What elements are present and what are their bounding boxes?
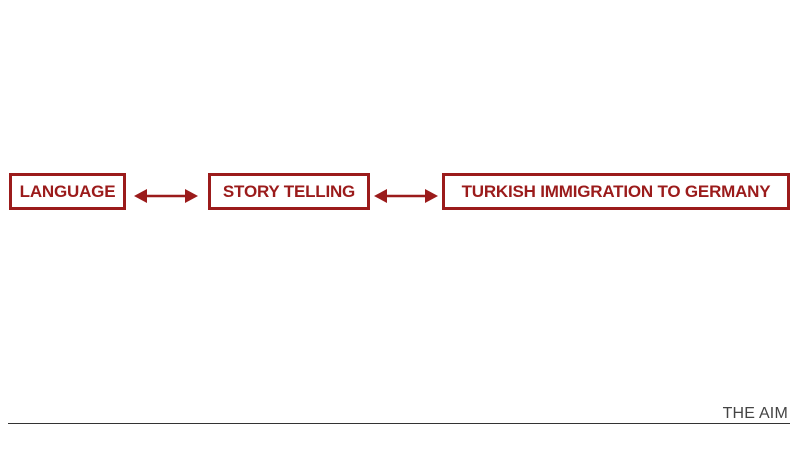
node-language-label: LANGUAGE (19, 181, 116, 201)
node-story-telling-label: STORY TELLING (222, 181, 356, 201)
node-turkish-immigration-label: TURKISH IMMIGRATION TO GERMANY (461, 181, 771, 201)
footer-divider (8, 423, 790, 424)
node-language: LANGUAGE (9, 173, 126, 210)
bidirectional-arrow-icon (374, 189, 438, 203)
slide-title: THE AIM (722, 405, 788, 422)
node-story-telling: STORY TELLING (208, 173, 370, 210)
bidirectional-arrow-icon (134, 189, 198, 203)
node-turkish-immigration: TURKISH IMMIGRATION TO GERMANY (442, 173, 790, 210)
